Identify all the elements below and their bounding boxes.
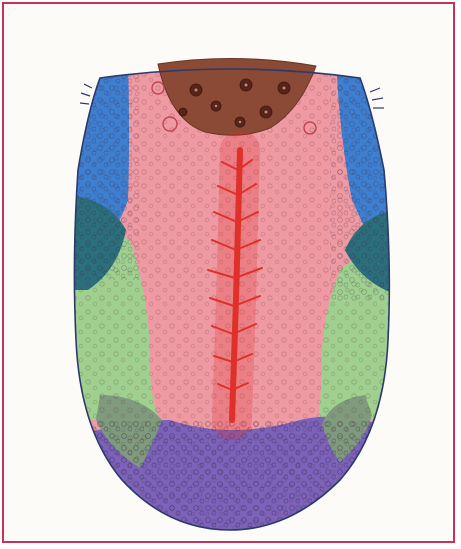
fissure-shading xyxy=(232,150,240,420)
